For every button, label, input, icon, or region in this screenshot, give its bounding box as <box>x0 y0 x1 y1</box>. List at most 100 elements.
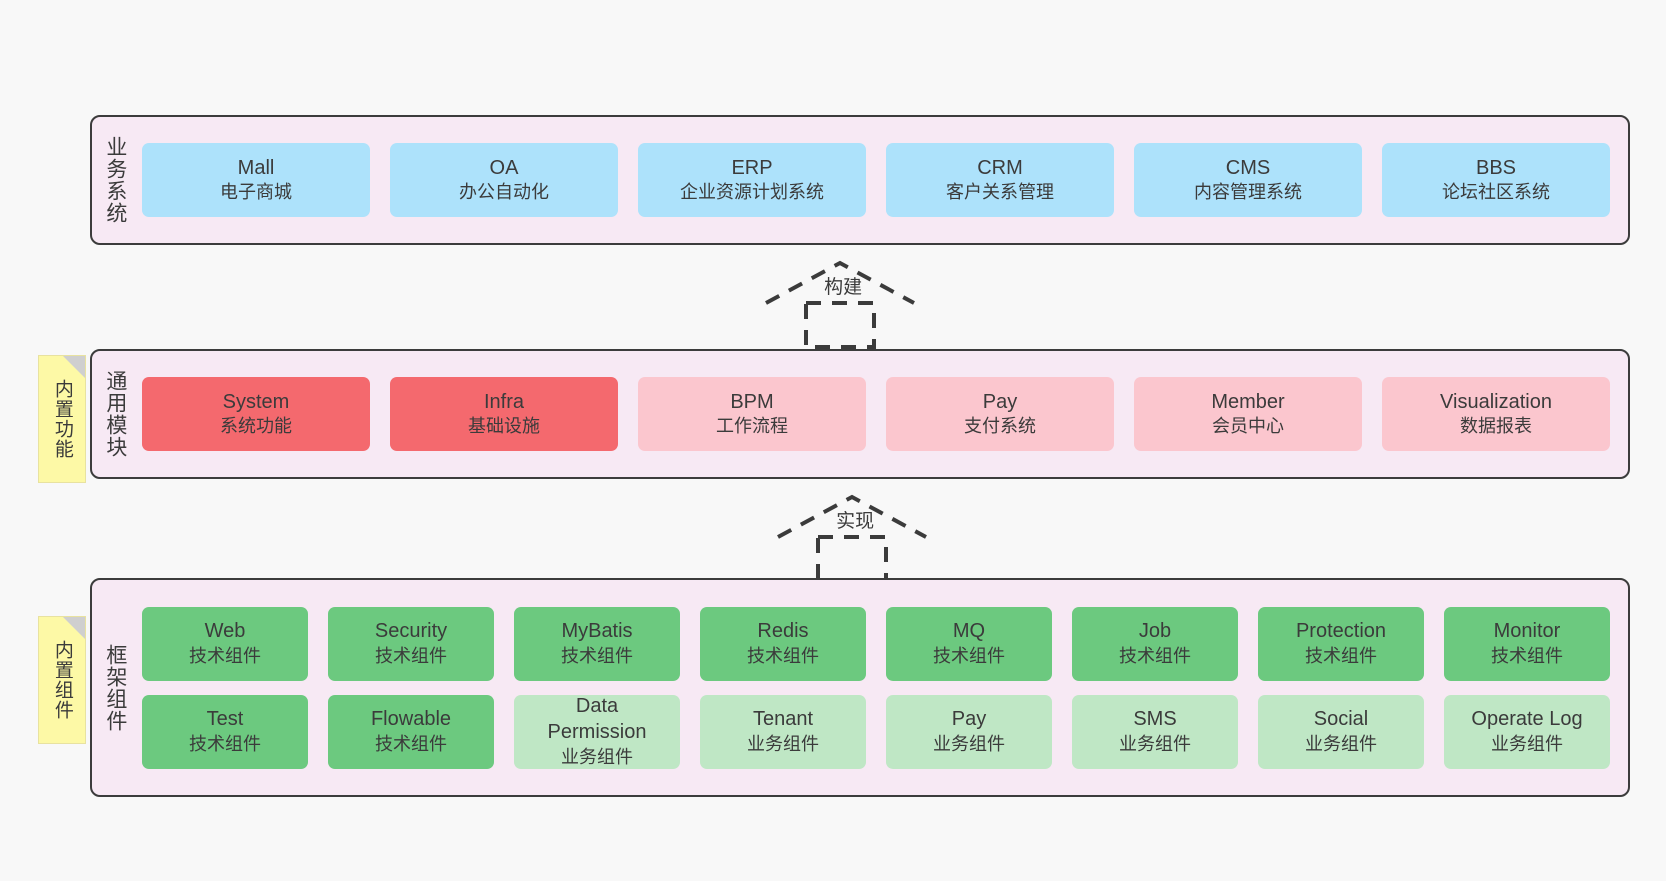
layer-framework-components[interactable]: 框架组件 Web 技术组件 Security 技术组件 MyBatis 技术组件… <box>90 578 1630 797</box>
card-title: Redis <box>757 620 809 643</box>
card-title: Data Permission <box>547 695 647 743</box>
connector-implement-shape <box>777 494 927 583</box>
card-sms[interactable]: SMS 业务组件 <box>1072 694 1238 769</box>
card-subtitle: 系统功能 <box>220 416 292 437</box>
card-crm[interactable]: CRM 客户关系管理 <box>886 143 1114 217</box>
card-subtitle: 内容管理系统 <box>1194 182 1302 203</box>
card-subtitle: 工作流程 <box>716 416 788 437</box>
card-mybatis[interactable]: MyBatis 技术组件 <box>514 606 680 681</box>
card-title: CMS <box>1225 156 1271 179</box>
card-subtitle: 基础设施 <box>468 416 540 437</box>
card-title: Pay <box>982 390 1018 413</box>
card-bbs[interactable]: BBS 论坛社区系统 <box>1382 143 1610 217</box>
card-title: ERP <box>731 156 773 179</box>
card-cms[interactable]: CMS 内容管理系统 <box>1134 143 1362 217</box>
card-infra[interactable]: Infra 基础设施 <box>390 377 618 451</box>
card-subtitle: 电子商城 <box>220 182 292 203</box>
card-subtitle: 技术组件 <box>1305 645 1377 666</box>
layer-common-modules[interactable]: 通用模块 System 系统功能 Infra 基础设施 BPM 工作流程 Pay… <box>90 349 1630 479</box>
card-bpm[interactable]: BPM 工作流程 <box>638 377 866 451</box>
card-title: Test <box>206 708 244 731</box>
card-title: Tenant <box>752 708 814 731</box>
card-title: Job <box>1138 620 1172 643</box>
card-subtitle: 会员中心 <box>1212 416 1284 437</box>
card-title: Member <box>1211 390 1285 413</box>
card-security[interactable]: Security 技术组件 <box>328 606 494 681</box>
card-job[interactable]: Job 技术组件 <box>1072 606 1238 681</box>
card-title: MQ <box>952 620 986 643</box>
card-subtitle: 技术组件 <box>747 645 819 666</box>
layer-title-business-systems: 业务系统 <box>103 136 127 224</box>
layer-body-framework-components: Web 技术组件 Security 技术组件 MyBatis 技术组件 Redi… <box>138 580 1628 795</box>
card-monitor[interactable]: Monitor 技术组件 <box>1444 606 1610 681</box>
card-visualization[interactable]: Visualization 数据报表 <box>1382 377 1610 451</box>
layer-business-systems[interactable]: 业务系统 Mall 电子商城 OA 办公自动化 ERP 企业资源计划系统 CRM… <box>90 115 1630 245</box>
card-title: Visualization <box>1440 390 1552 413</box>
card-title: BBS <box>1475 156 1517 179</box>
card-social[interactable]: Social 业务组件 <box>1258 694 1424 769</box>
card-test[interactable]: Test 技术组件 <box>142 694 308 769</box>
card-title: SMS <box>1133 708 1177 731</box>
card-subtitle: 企业资源计划系统 <box>680 182 824 203</box>
card-redis[interactable]: Redis 技术组件 <box>700 606 866 681</box>
card-operate-log[interactable]: Operate Log 业务组件 <box>1444 694 1610 769</box>
card-pay-module[interactable]: Pay 支付系统 <box>886 377 1114 451</box>
card-title: Web <box>204 620 246 643</box>
card-subtitle: 论坛社区系统 <box>1442 182 1550 203</box>
connector-build-label: 构建 <box>824 277 863 298</box>
layer-title-common-modules: 通用模块 <box>103 370 127 458</box>
card-title: Mall <box>237 156 275 179</box>
card-subtitle: 业务组件 <box>933 733 1005 754</box>
card-title: Social <box>1313 708 1369 731</box>
card-title: Monitor <box>1493 620 1561 643</box>
card-member[interactable]: Member 会员中心 <box>1134 377 1362 451</box>
card-subtitle: 业务组件 <box>1119 733 1191 754</box>
card-mq[interactable]: MQ 技术组件 <box>886 606 1052 681</box>
card-title: BPM <box>730 390 774 413</box>
card-subtitle: 技术组件 <box>375 645 447 666</box>
card-subtitle: 技术组件 <box>189 733 261 754</box>
card-subtitle: 业务组件 <box>561 746 633 767</box>
card-web[interactable]: Web 技术组件 <box>142 606 308 681</box>
card-subtitle: 技术组件 <box>1119 645 1191 666</box>
note-builtin-components-label: 内置组件 <box>51 640 73 720</box>
layer-body-business-systems: Mall 电子商城 OA 办公自动化 ERP 企业资源计划系统 CRM 客户关系… <box>138 117 1628 243</box>
card-title: MyBatis <box>561 620 633 643</box>
card-data-permission[interactable]: Data Permission 业务组件 <box>514 694 680 769</box>
card-title: Infra <box>483 390 525 413</box>
card-row: System 系统功能 Infra 基础设施 BPM 工作流程 Pay 支付系统… <box>142 377 1610 451</box>
layer-title-framework-components: 框架组件 <box>103 643 127 732</box>
card-flowable[interactable]: Flowable 技术组件 <box>328 694 494 769</box>
card-subtitle: 技术组件 <box>189 645 261 666</box>
card-title: System <box>222 390 290 413</box>
card-system[interactable]: System 系统功能 <box>142 377 370 451</box>
layer-body-common-modules: System 系统功能 Infra 基础设施 BPM 工作流程 Pay 支付系统… <box>138 351 1628 477</box>
note-builtin-features-label: 内置功能 <box>51 379 73 459</box>
card-title: Pay <box>951 708 987 731</box>
card-title: CRM <box>977 156 1023 179</box>
card-subtitle: 客户关系管理 <box>946 182 1054 203</box>
card-oa[interactable]: OA 办公自动化 <box>390 143 618 217</box>
connector-implement-label: 实现 <box>836 511 875 532</box>
card-pay-component[interactable]: Pay 业务组件 <box>886 694 1052 769</box>
card-row: Mall 电子商城 OA 办公自动化 ERP 企业资源计划系统 CRM 客户关系… <box>142 143 1610 217</box>
card-protection[interactable]: Protection 技术组件 <box>1258 606 1424 681</box>
card-row-technical: Web 技术组件 Security 技术组件 MyBatis 技术组件 Redi… <box>142 606 1610 681</box>
connector-implement: 实现 <box>772 489 932 583</box>
card-erp[interactable]: ERP 企业资源计划系统 <box>638 143 866 217</box>
card-title: Security <box>374 620 448 643</box>
card-subtitle: 技术组件 <box>561 645 633 666</box>
card-title: OA <box>489 156 519 179</box>
card-mall[interactable]: Mall 电子商城 <box>142 143 370 217</box>
connector-build-shape <box>765 260 915 349</box>
card-title: Protection <box>1295 620 1387 643</box>
card-subtitle: 支付系统 <box>964 416 1036 437</box>
connector-build: 构建 <box>760 255 920 349</box>
card-tenant[interactable]: Tenant 业务组件 <box>700 694 866 769</box>
card-subtitle: 业务组件 <box>1491 733 1563 754</box>
note-builtin-features: 内置功能 <box>38 355 86 483</box>
card-row-business: Test 技术组件 Flowable 技术组件 Data Permission … <box>142 694 1610 769</box>
card-subtitle: 技术组件 <box>933 645 1005 666</box>
card-title: Flowable <box>370 708 452 731</box>
